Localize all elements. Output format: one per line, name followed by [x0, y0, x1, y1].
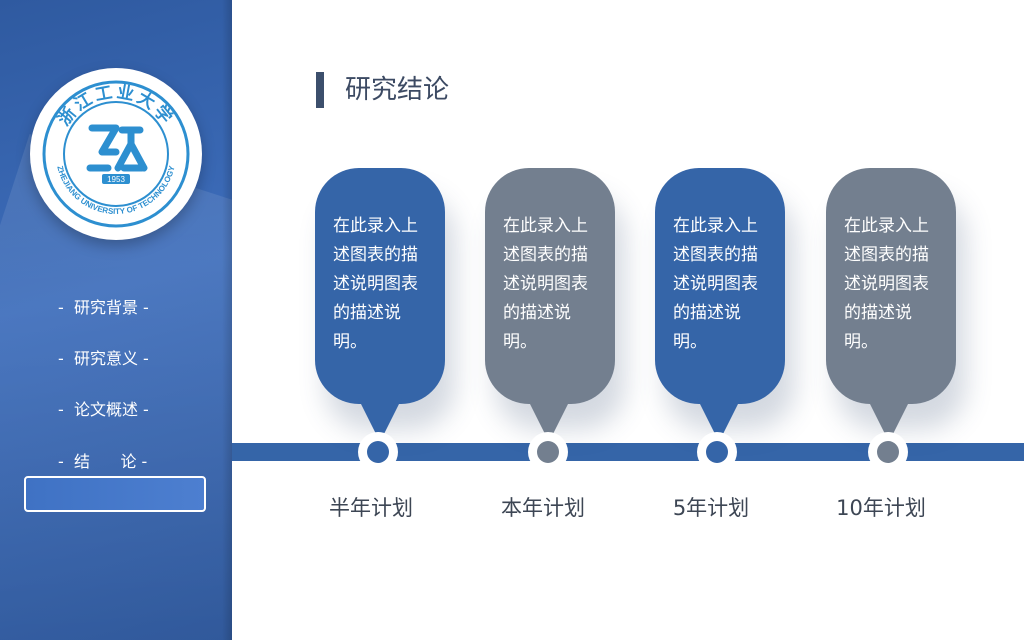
sidebar: 浙江工业大学 ZHEJIANG UNIVERSITY OF TECHNOLOGY…	[0, 0, 232, 640]
page-title: 研究结论	[345, 75, 450, 105]
timeline-bar	[232, 443, 1024, 461]
timeline-node[interactable]	[537, 441, 559, 463]
card-description: 在此录入上述图表的描述说明图表的描述说明。	[844, 216, 929, 352]
plan-label-this-year: 本年计划	[501, 496, 585, 520]
sidebar-item-conclusion[interactable]: - 结 论 -	[58, 452, 148, 471]
timeline-node[interactable]	[877, 441, 899, 463]
card-description: 在此录入上述图表的描述说明图表的描述说明。	[503, 216, 588, 352]
university-logo: 浙江工业大学 ZHEJIANG UNIVERSITY OF TECHNOLOGY…	[30, 68, 202, 240]
plan-label-10-year: 10年计划	[836, 496, 926, 520]
plan-label-5-year: 5年计划	[672, 496, 750, 520]
sidebar-item-thesis-overview[interactable]: - 论文概述 -	[58, 400, 149, 419]
active-nav-highlight[interactable]	[24, 476, 206, 512]
card-description: 在此录入上述图表的描述说明图表的描述说明。	[673, 216, 758, 352]
plan-label-half-year: 半年计划	[329, 496, 413, 520]
timeline-node[interactable]	[367, 441, 389, 463]
plan-card-this-year: 在此录入上述图表的描述说明图表的描述说明。	[485, 168, 615, 404]
card-description: 在此录入上述图表的描述说明图表的描述说明。	[333, 216, 418, 352]
sidebar-item-research-background[interactable]: - 研究背景 -	[58, 298, 149, 317]
plan-card-half-year: 在此录入上述图表的描述说明图表的描述说明。	[315, 168, 445, 404]
university-seal-icon: 浙江工业大学 ZHEJIANG UNIVERSITY OF TECHNOLOGY…	[42, 80, 190, 228]
title-accent-bar	[316, 72, 324, 108]
plan-card-5-year: 在此录入上述图表的描述说明图表的描述说明。	[655, 168, 785, 404]
sidebar-item-research-significance[interactable]: - 研究意义 -	[58, 349, 149, 368]
timeline-node[interactable]	[706, 441, 728, 463]
plan-card-10-year: 在此录入上述图表的描述说明图表的描述说明。	[826, 168, 956, 404]
logo-year: 1953	[107, 175, 125, 184]
